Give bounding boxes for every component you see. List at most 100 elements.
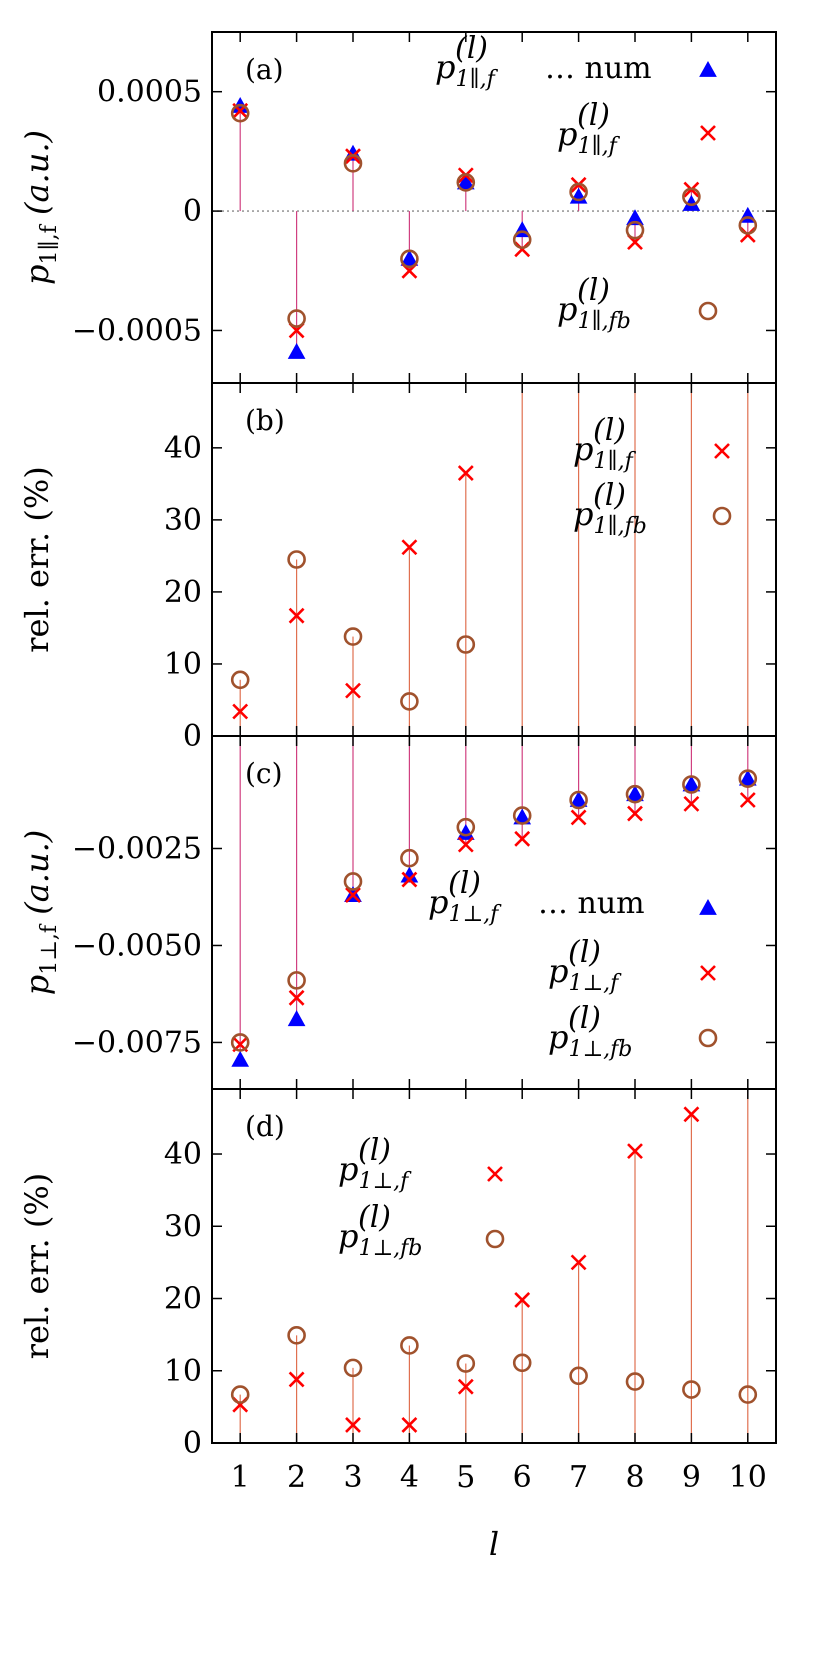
xtick-label-6: 7 xyxy=(569,1460,588,1495)
xtick-label-8: 9 xyxy=(682,1460,701,1495)
data-point-0-0-3 xyxy=(400,249,419,266)
data-point-3-0-1 xyxy=(288,1371,305,1388)
data-point-1-0-1 xyxy=(288,607,305,624)
data-point-0-0-7 xyxy=(626,209,644,226)
data-point-3-1-0 xyxy=(230,1385,250,1404)
xtick-label-0: 1 xyxy=(231,1460,250,1495)
data-point-0-2-9 xyxy=(738,216,758,235)
legend-marker-0-1 xyxy=(700,125,716,141)
data-point-3-1-6 xyxy=(569,1366,588,1386)
ytick-label-3-2: 20 xyxy=(164,1282,202,1317)
legend-extra-2-0: … num xyxy=(538,886,645,921)
legend-label-2-1: p1⊥,f xyxy=(548,952,622,996)
legend-sup-3-1: (l) xyxy=(358,1200,391,1235)
panel-tag-2: (c) xyxy=(245,757,283,790)
data-point-0-2-1 xyxy=(287,309,306,328)
legend-marker-0-2 xyxy=(698,301,718,321)
x-axis-title: l xyxy=(489,1525,499,1563)
data-point-2-0-4 xyxy=(456,823,475,840)
data-point-3-0-8 xyxy=(683,1106,700,1123)
data-point-2-0-1 xyxy=(287,1010,306,1027)
data-point-2-0-9 xyxy=(738,769,757,786)
legend-marker-1-1 xyxy=(712,506,732,526)
data-point-2-0-7 xyxy=(626,785,644,802)
data-point-2-2-0 xyxy=(230,1033,250,1052)
panel-tag-0: (a) xyxy=(245,53,284,86)
y-axis-title-1: rel. err. (%) xyxy=(18,466,56,653)
data-point-3-1-9 xyxy=(738,1385,758,1404)
ytick-label-2-1: −0.0050 xyxy=(72,928,202,963)
legend-sup-3-0: (l) xyxy=(358,1133,391,1168)
data-point-0-2-4 xyxy=(456,173,476,192)
legend-extra-0-0: … num xyxy=(545,51,652,86)
data-point-3-0-7 xyxy=(627,1143,643,1160)
legend-label-0-2: p1∥,fb xyxy=(557,290,631,334)
ytick-label-2-2: −0.0075 xyxy=(72,1025,202,1060)
data-point-2-2-6 xyxy=(569,790,588,810)
legend-label-2-2: p1⊥,fb xyxy=(548,1018,632,1062)
data-point-1-1-0 xyxy=(230,670,250,690)
xtick-label-9: 10 xyxy=(729,1460,767,1495)
data-point-3-1-4 xyxy=(456,1354,476,1373)
data-point-3-0-5 xyxy=(514,1292,531,1308)
legend-marker-1-0 xyxy=(714,443,730,459)
data-point-3-1-7 xyxy=(625,1372,645,1391)
data-point-2-1-3 xyxy=(401,871,418,888)
data-point-3-0-4 xyxy=(457,1378,474,1395)
xtick-label-1: 2 xyxy=(287,1460,306,1495)
data-point-2-1-8 xyxy=(683,795,700,812)
panel-frame-3 xyxy=(211,1088,777,1444)
data-point-1-1-3 xyxy=(400,692,419,711)
legend-label-1-1: p1∥,fb xyxy=(573,495,647,539)
data-point-2-0-6 xyxy=(569,790,588,807)
panel-tag-1: (b) xyxy=(245,404,285,437)
data-point-0-2-6 xyxy=(569,182,588,202)
y-axis-title-0: p1∥,f (a.u.) xyxy=(18,130,62,285)
ytick-label-0-0: 0.0005 xyxy=(97,75,202,110)
legend-sup-0-1: (l) xyxy=(577,98,610,133)
data-point-1-1-2 xyxy=(343,627,363,646)
ytick-label-1-0: 0 xyxy=(183,719,202,754)
legend-label-0-0: p1∥,f xyxy=(435,48,499,92)
data-point-2-2-1 xyxy=(287,971,306,990)
legend-label-3-1: p1⊥,fb xyxy=(338,1217,422,1261)
legend-sup-2-1: (l) xyxy=(568,935,601,970)
data-point-3-0-2 xyxy=(345,1417,361,1433)
data-point-2-1-5 xyxy=(514,830,531,847)
legend-label-0-1: p1∥,f xyxy=(557,115,621,159)
legend-label-3-0: p1⊥,f xyxy=(338,1150,412,1194)
legend-marker-2-1 xyxy=(700,965,716,981)
data-point-3-1-5 xyxy=(512,1353,532,1373)
data-point-3-0-6 xyxy=(570,1254,587,1271)
data-point-2-2-7 xyxy=(625,784,645,804)
legend-sup-2-0: (l) xyxy=(448,866,481,901)
xtick-label-3: 4 xyxy=(400,1460,419,1495)
data-point-2-1-9 xyxy=(739,792,756,808)
ytick-label-2-0: −0.0025 xyxy=(72,831,202,866)
data-point-2-1-1 xyxy=(288,989,305,1006)
data-point-0-2-5 xyxy=(512,230,532,250)
data-point-1-0-3 xyxy=(401,539,418,556)
legend-label-2-0: p1⊥,f xyxy=(428,883,502,927)
legend-marker-0-0 xyxy=(699,60,717,77)
legend-marker-3-1 xyxy=(485,1229,505,1249)
data-point-2-2-8 xyxy=(682,775,701,794)
legend-sup-2-2: (l) xyxy=(568,1001,601,1036)
data-point-2-1-2 xyxy=(345,887,361,903)
ytick-label-1-4: 40 xyxy=(164,431,202,466)
ytick-label-1-1: 10 xyxy=(164,647,202,682)
ytick-label-1-2: 20 xyxy=(164,575,202,610)
data-point-2-2-5 xyxy=(512,806,532,825)
data-point-3-1-1 xyxy=(287,1326,306,1345)
legend-sup-0-0: (l) xyxy=(455,31,488,66)
data-point-0-2-8 xyxy=(682,187,701,207)
ytick-label-3-3: 30 xyxy=(164,1209,202,1244)
panel-tag-3: (d) xyxy=(245,1110,285,1143)
data-point-2-1-7 xyxy=(627,805,643,822)
data-point-0-2-7 xyxy=(625,220,645,240)
ytick-label-1-3: 30 xyxy=(164,503,202,538)
panel-2: −0.0025−0.0050−0.0075(c)p1⊥,f (a.u.)p1⊥,… xyxy=(18,735,777,1090)
